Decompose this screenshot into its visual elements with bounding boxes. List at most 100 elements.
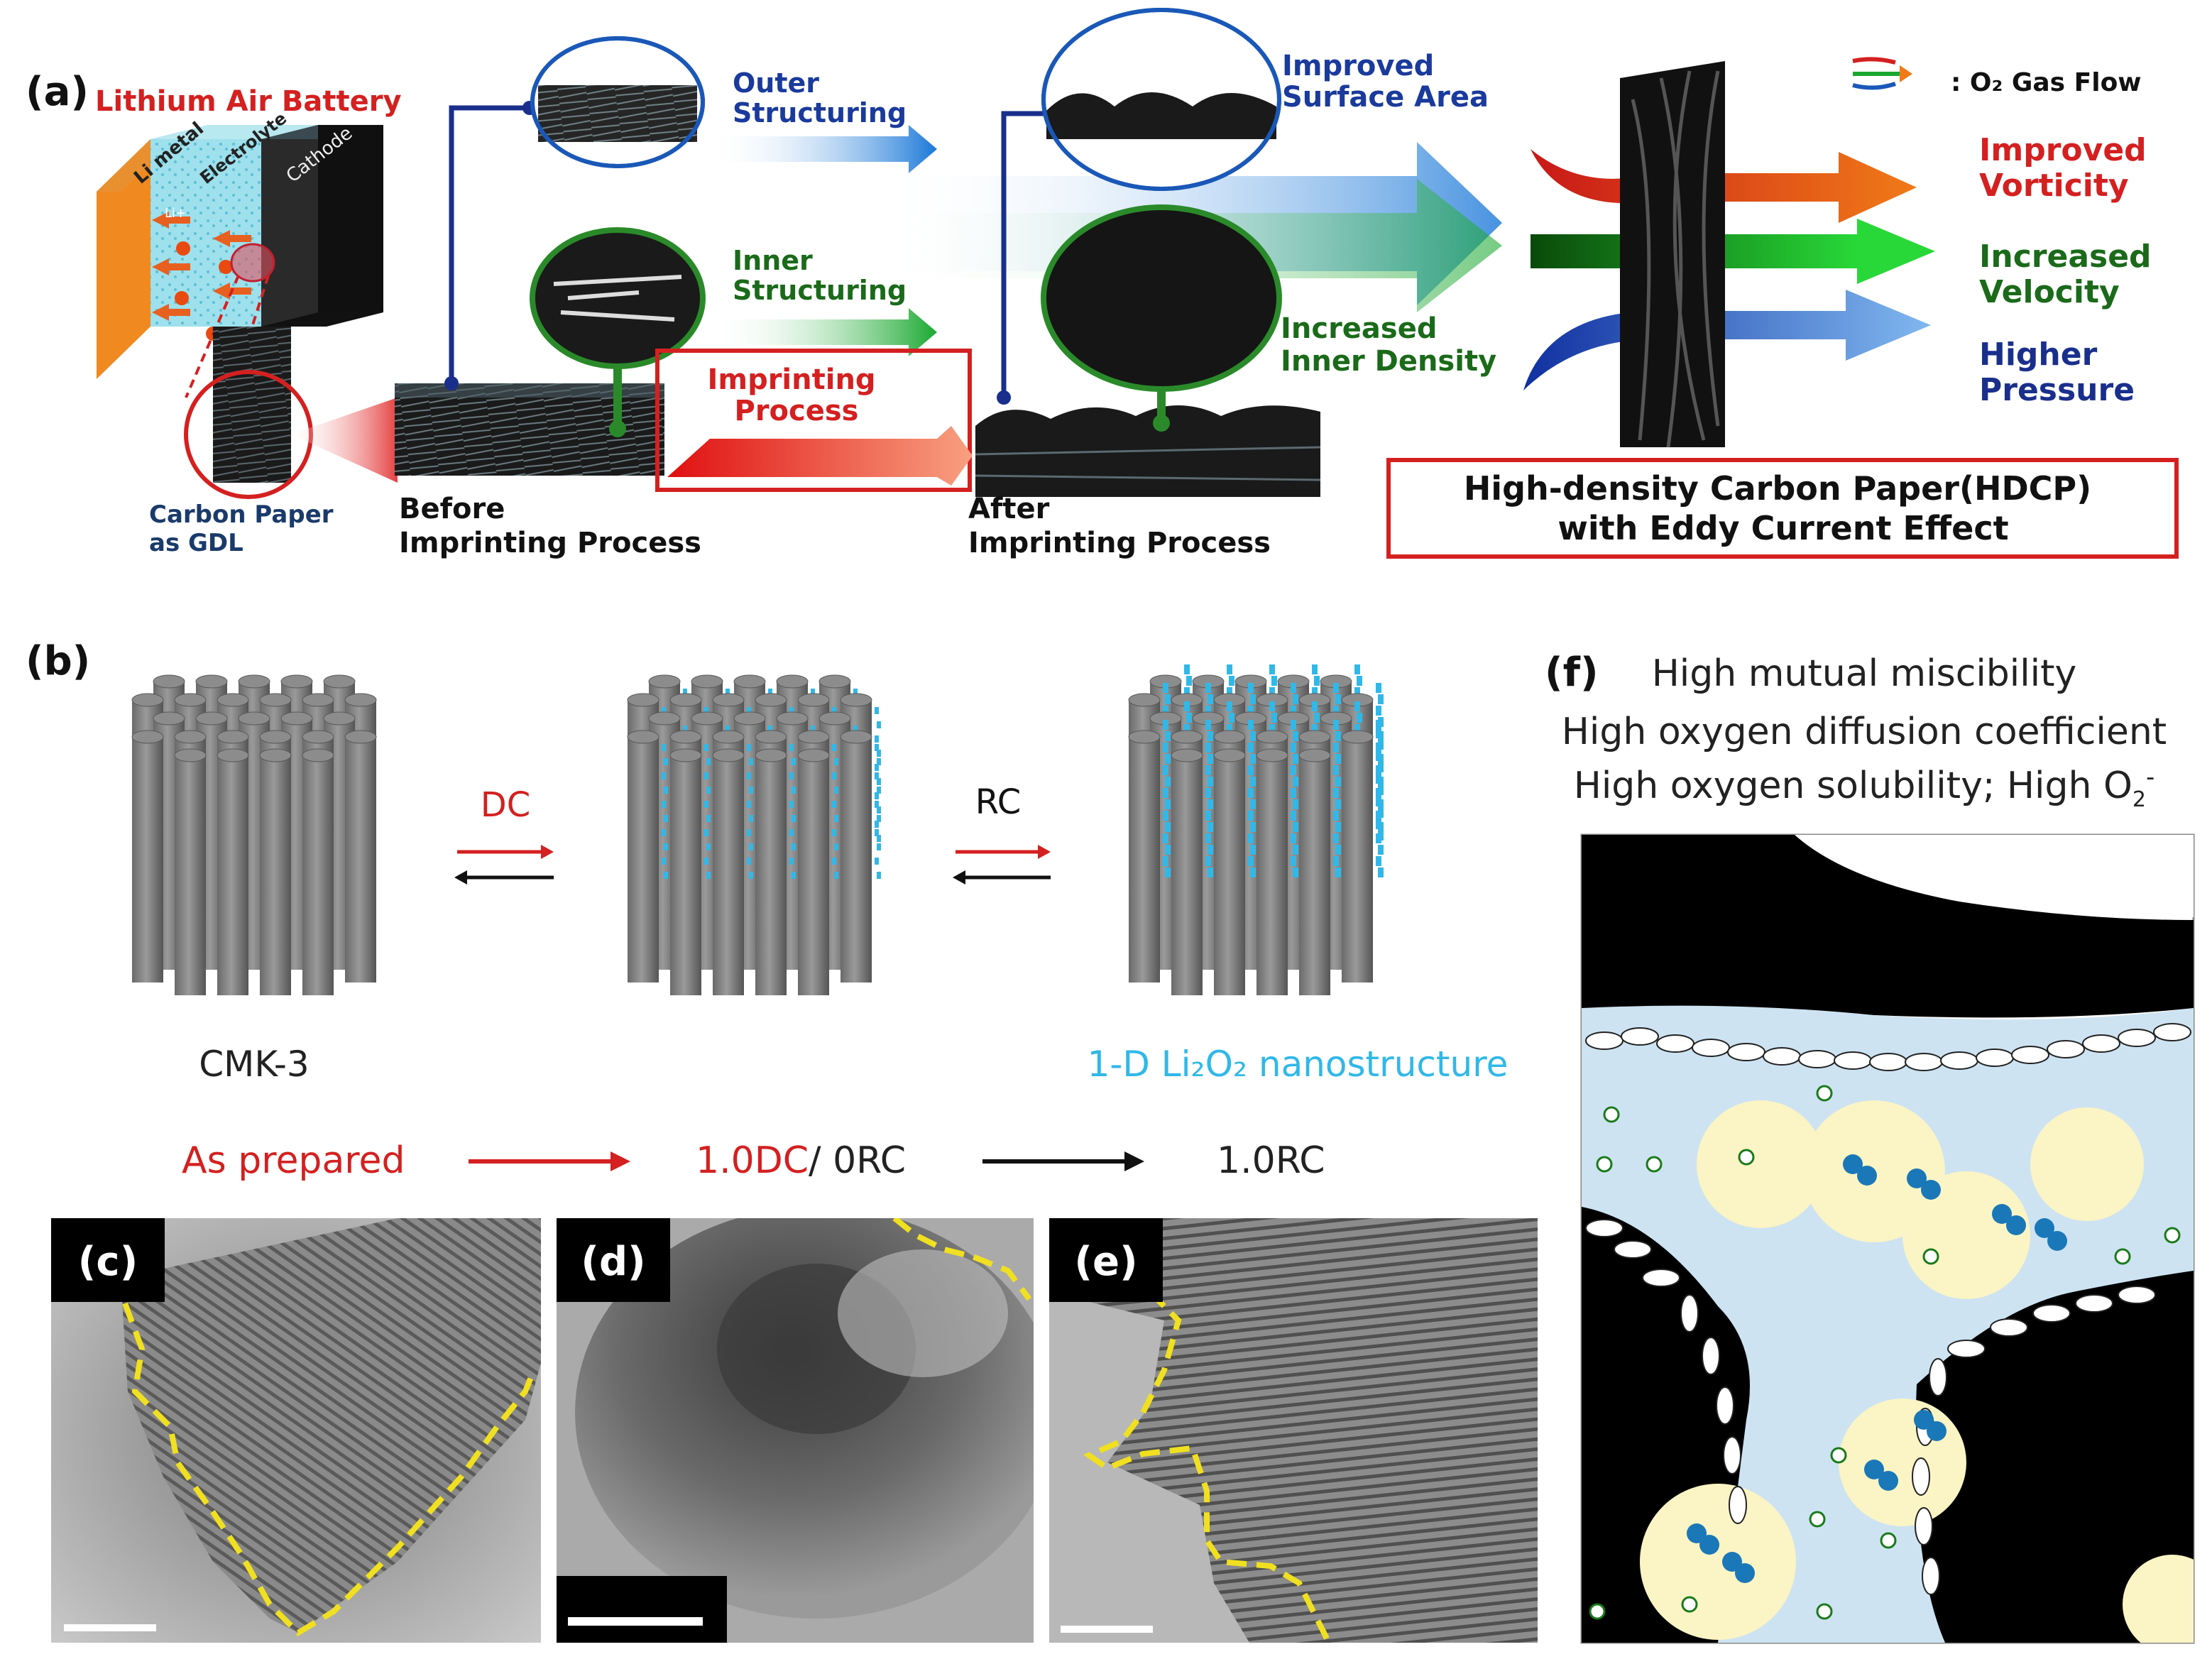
- li2o2-deposit: [875, 821, 879, 828]
- li2o2-deposit: [1250, 694, 1256, 704]
- li2o2-deposit: [704, 772, 708, 779]
- inner-arrow: [710, 308, 937, 356]
- li2o2-deposit: [1291, 788, 1296, 798]
- li2o2-deposit: [875, 764, 879, 771]
- li2o2-deposit: [875, 792, 879, 799]
- li2o2-deposit: [1333, 856, 1339, 866]
- li2o2-deposit: [789, 829, 794, 836]
- li2o2-deposit: [1208, 777, 1213, 787]
- li2o2-deposit: [1271, 713, 1277, 723]
- carbon-rod: [217, 755, 248, 995]
- carbon-rod-top: [1256, 730, 1288, 744]
- li2o2-deposit: [747, 858, 751, 865]
- li2o2-deposit: [1205, 743, 1211, 752]
- li2o2-deposit: [832, 772, 836, 779]
- panel-e: [1049, 1218, 1538, 1643]
- carbon-rod-top: [195, 674, 228, 689]
- carbon-rod: [713, 755, 744, 995]
- particle-outline: [122, 1302, 537, 1637]
- li2o2-deposit: [1354, 687, 1360, 697]
- li2o2-deposit: [1250, 867, 1256, 877]
- li2o2-deposit: [1205, 811, 1211, 821]
- panel-e-letter: (e): [1074, 1239, 1137, 1285]
- li2o2-deposit: [1205, 706, 1211, 716]
- carbon-rod-top: [1213, 730, 1246, 744]
- li2o2-deposit: [875, 744, 879, 751]
- li2o2-deposit: [1227, 664, 1232, 674]
- li2o2-deposit: [1354, 701, 1360, 711]
- rc-label: RC: [975, 782, 1021, 822]
- li2o2-deposit: [789, 772, 794, 779]
- carbon-rod-top: [648, 674, 681, 689]
- carbon-rod-top: [238, 674, 270, 689]
- li2o2-deposit: [704, 829, 708, 836]
- li2o2-deposit: [1184, 701, 1190, 711]
- li2o2-deposit: [1250, 777, 1256, 787]
- li2o2-deposit: [747, 707, 751, 714]
- li2o2-deposit: [834, 787, 838, 794]
- li2o2-deposit: [1248, 765, 1254, 775]
- li2o2-deposit: [706, 758, 711, 765]
- carbon-rod-top: [302, 730, 334, 744]
- li2o2-deposit: [792, 815, 796, 822]
- li2o2-deposit: [662, 772, 666, 779]
- li2o2-deposit: [834, 815, 838, 822]
- li2o2-deposit: [1335, 754, 1341, 764]
- outer-arrow: [710, 125, 937, 173]
- li2o2-deposit: [877, 778, 881, 785]
- li2o2-deposit: [1312, 701, 1318, 711]
- li2o2-deposit: [1184, 687, 1190, 697]
- hdcp-flow-diagram: [1523, 61, 1935, 448]
- carbon-rod-top: [755, 730, 787, 744]
- carbon-rod-top: [153, 674, 185, 689]
- panel-f: (f) High mutual miscibility High oxygen …: [1545, 650, 2195, 1644]
- carbon-rod-top: [153, 711, 185, 726]
- li2o2-deposit: [1163, 788, 1168, 798]
- carbon-rod-top: [131, 693, 164, 707]
- carbon-rod-top: [669, 748, 702, 762]
- carbon-rod: [1129, 737, 1160, 982]
- li2o2-deposit: [1205, 788, 1211, 798]
- li2o2-deposit: [1378, 799, 1384, 809]
- carbon-rod-top: [712, 730, 745, 744]
- li2o2-deposit: [1376, 833, 1381, 843]
- li2o2-deposit: [1293, 731, 1298, 741]
- li2o2-deposit: [1314, 676, 1320, 686]
- li2o2-deposit: [1335, 731, 1341, 741]
- li2o2-deposit: [749, 872, 753, 879]
- li2o2-deposit: [1165, 694, 1171, 704]
- li2o2-deposit: [877, 787, 881, 794]
- before-imprinting-label: Before Imprinting Process: [399, 493, 701, 559]
- carbon-rod: [628, 737, 659, 982]
- improved-surface-label: Improved Surface Area: [1282, 50, 1489, 114]
- carbon-rod: [1256, 755, 1288, 995]
- li2o2-deposit: [664, 815, 668, 822]
- after-imprinting-slab: [975, 405, 1321, 497]
- carbon-rod-top: [691, 711, 723, 726]
- higher-pressure-label: Higher Pressure: [1979, 336, 2135, 408]
- li2o2-deposit: [1378, 694, 1384, 704]
- li2o2-deposit: [1293, 777, 1298, 787]
- li2o2-deposit: [1250, 731, 1256, 741]
- carbon-rod-top: [818, 711, 851, 726]
- carbon-rod-top: [1213, 748, 1246, 762]
- li2o2-deposit: [749, 758, 753, 765]
- li2o2-deposit: [1335, 845, 1341, 855]
- scale-bar: [64, 1624, 156, 1631]
- carbon-rod-top: [174, 693, 207, 707]
- li2o2-deposit: [1291, 706, 1296, 716]
- li2o2-deposit: [749, 815, 753, 822]
- carbon-rod-top: [217, 730, 249, 744]
- panel-b: (b) DC RC CMK-3 1-D Li₂O₂ nanostructure …: [26, 638, 1508, 1182]
- li2o2-deposit: [832, 829, 836, 836]
- inner-structuring-circle: [530, 227, 706, 369]
- carbon-rod: [132, 737, 163, 982]
- improved-vorticity-label: Improved Vorticity: [1979, 132, 2157, 204]
- carbon-rod: [755, 755, 787, 995]
- li2o2-deposit: [1269, 701, 1275, 711]
- carbon-rod: [345, 737, 376, 982]
- li2o2-deposit: [1205, 720, 1211, 730]
- electrolyte-cathode-illustration: [1582, 835, 2194, 1643]
- li2o2-deposit: [1248, 706, 1254, 716]
- imprinting-arrow: [667, 426, 973, 486]
